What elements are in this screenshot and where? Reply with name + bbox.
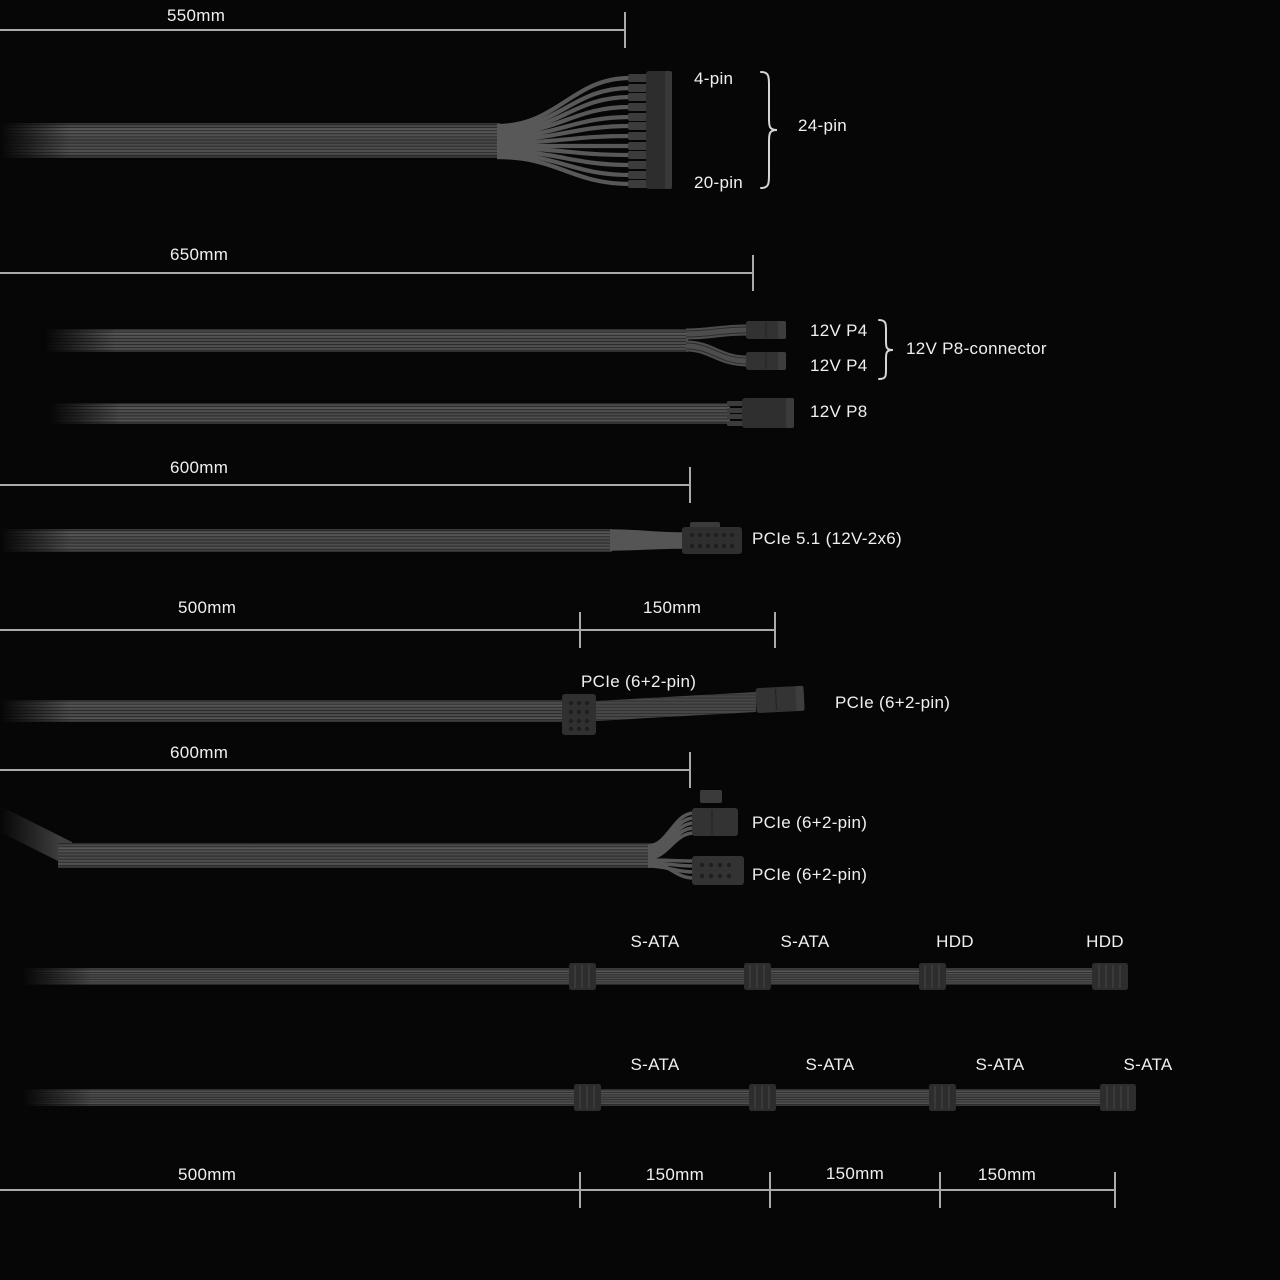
- brace-p8-connector: [878, 319, 894, 380]
- connector-pcie-dual-top: [692, 790, 738, 836]
- measure-line-650: [0, 255, 754, 291]
- pcie51-wires: [609, 529, 685, 551]
- measure-label-atx: 550mm: [167, 6, 226, 25]
- cable-cpu-p8: [50, 398, 794, 428]
- cable-pcie51: [0, 522, 742, 554]
- cable-sata-hdd: [22, 962, 1129, 991]
- label-pcie-dual-bottom: PCIe (6+2-pin): [752, 865, 868, 884]
- label-sata-hdd-2: S-ATA: [780, 932, 830, 951]
- connector-hdd-1: [918, 962, 947, 991]
- connector-pcie-end: [755, 685, 805, 714]
- label-pcie-daisy-end: PCIe (6+2-pin): [835, 693, 951, 712]
- label-sata-hdd-4: HDD: [1086, 932, 1124, 951]
- measure-line-bottom: [0, 1172, 1116, 1208]
- measure-label-bottom-500: 500mm: [178, 1165, 237, 1184]
- measure-label-dual: 600mm: [170, 743, 229, 762]
- label-24pin: 24-pin: [798, 116, 848, 135]
- label-pcie51: PCIe 5.1 (12V-2x6): [752, 529, 902, 548]
- measure-line-600-dual: [0, 752, 691, 788]
- measure-line-500-150: [0, 612, 776, 648]
- label-sata-hdd-1: S-ATA: [630, 932, 680, 951]
- cable-pcie-dual: [0, 790, 744, 885]
- label-sata4-2: S-ATA: [805, 1055, 855, 1074]
- label-sata4-4: S-ATA: [1123, 1055, 1173, 1074]
- connector-sata4-2: [748, 1083, 777, 1112]
- pcie51-connector-body: [682, 527, 742, 554]
- label-pcie-dual-top: PCIe (6+2-pin): [752, 813, 868, 832]
- pcie-dual-lower-wires: [647, 858, 695, 880]
- label-12v-p8: 12V P8: [810, 402, 868, 421]
- measure-label-bottom-150-2: 150mm: [825, 1164, 885, 1183]
- pcie-dual-upper-wires: [647, 811, 695, 860]
- measure-label-bottom-150-3: 150mm: [977, 1165, 1037, 1184]
- connector-hdd-end: [1091, 962, 1129, 991]
- measure-label-daisy-500: 500mm: [178, 598, 237, 617]
- atx-connector-pins: [628, 74, 648, 188]
- connector-sata-1: [568, 962, 597, 991]
- brace-24pin: [760, 71, 778, 189]
- pcie51-connector-pinholes: [689, 532, 735, 549]
- measure-line-600-pcie51: [0, 467, 691, 503]
- cable-atx-24pin: [0, 71, 778, 189]
- label-sata-hdd-3: HDD: [936, 932, 974, 951]
- label-12v-p8-connector: 12V P8-connector: [906, 339, 1047, 358]
- connector-pcie-dual-bottom: [692, 856, 744, 885]
- connector-sata-2: [743, 962, 772, 991]
- label-sata4-3: S-ATA: [975, 1055, 1025, 1074]
- measure-label-bottom-150-1: 150mm: [645, 1165, 705, 1184]
- measure-label-cpu: 650mm: [170, 245, 229, 264]
- label-20pin: 20-pin: [694, 173, 744, 192]
- label-12v-p4-top: 12V P4: [810, 321, 868, 340]
- measure-line-550: [0, 12, 626, 48]
- cable-sata4: [22, 1083, 1137, 1112]
- connector-12v-p4-top: [746, 321, 786, 339]
- label-12v-p4-bottom: 12V P4: [810, 356, 868, 375]
- measure-label-daisy-150: 150mm: [643, 598, 702, 617]
- label-4pin: 4-pin: [694, 69, 734, 88]
- connector-sata4-end: [1099, 1083, 1137, 1112]
- p8-connector-pins: [727, 401, 744, 426]
- label-pcie-daisy-mid: PCIe (6+2-pin): [581, 672, 697, 691]
- connector-pcie-mid: [562, 694, 596, 735]
- connector-sata4-3: [928, 1083, 957, 1112]
- cable-cpu-2xp4: [45, 319, 894, 380]
- measure-label-pcie51: 600mm: [170, 458, 229, 477]
- label-sata4-1: S-ATA: [630, 1055, 680, 1074]
- connector-12v-p4-bottom: [746, 352, 786, 370]
- atx-fan-wires: [496, 75, 631, 187]
- p8-connector-body: [742, 398, 794, 428]
- connector-sata4-1: [573, 1083, 602, 1112]
- cable-pcie-daisy: [0, 685, 805, 735]
